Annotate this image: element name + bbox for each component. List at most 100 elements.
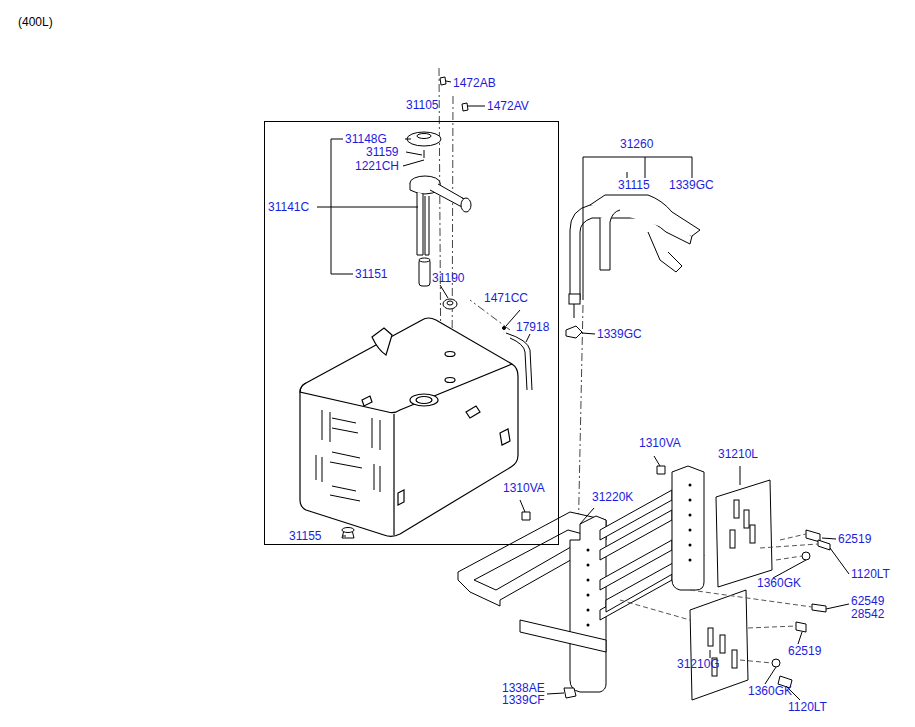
sender-unit <box>417 192 423 255</box>
callout-number: 1120LT <box>851 567 890 581</box>
grommet <box>443 299 457 309</box>
tank-strap <box>569 294 580 304</box>
leader-line <box>830 548 849 574</box>
fuel-tank <box>500 429 510 445</box>
drain-plug <box>342 528 354 539</box>
fuel-tank <box>372 418 380 450</box>
callout-number: 1221CH <box>355 159 399 173</box>
mounting-plate <box>750 525 755 543</box>
fuel-tank <box>374 464 380 492</box>
nut <box>522 466 665 698</box>
tank-bracket-frame <box>689 514 692 517</box>
fuel-tank <box>300 318 518 536</box>
bolt <box>772 530 830 688</box>
callout-number: 62549 <box>851 594 884 608</box>
sender-unit <box>430 184 466 206</box>
leader-line <box>446 81 451 82</box>
mounting-plate <box>716 480 772 587</box>
fuel-tank <box>332 418 358 433</box>
mounting-plate <box>744 510 749 528</box>
leader-line <box>822 538 836 539</box>
callout-number: 1310VA <box>503 481 545 495</box>
callout-number: 28542 <box>851 607 884 621</box>
capacity-note: (400L) <box>18 15 53 29</box>
fuel-tank <box>322 410 330 442</box>
nut <box>522 512 530 520</box>
tank-bracket-frame <box>689 484 692 487</box>
callout-number: 31210L <box>718 447 758 461</box>
tank-bracket-frame <box>458 466 704 692</box>
callout-number: 1360GK <box>757 576 801 590</box>
fuel-tank <box>445 378 455 383</box>
leader-line <box>620 600 690 620</box>
callout-number: 1339GC <box>669 178 714 192</box>
breather-tube <box>503 327 533 391</box>
callout-number: 1310VA <box>639 436 681 450</box>
callout-number: 1120LT <box>788 700 827 714</box>
callout-number: 31159 <box>366 145 398 159</box>
mounting-plate <box>730 530 735 548</box>
tank-bracket-frame <box>689 499 692 502</box>
mounting-plate <box>732 650 737 668</box>
callout-number: 62519 <box>788 644 821 658</box>
sender-unit <box>424 150 425 158</box>
callout-number: 31115 <box>618 178 650 192</box>
callout-number: 1339GC <box>597 327 642 341</box>
tank-bracket-frame <box>689 544 692 547</box>
fuel-tank <box>410 394 438 406</box>
grommet <box>447 301 453 305</box>
callout-number: 1339CF <box>502 693 545 707</box>
tank-strap <box>600 210 620 270</box>
bolt <box>812 604 826 612</box>
tank-strap <box>648 232 682 272</box>
leader-line <box>740 466 741 485</box>
fuel-tank <box>416 397 432 404</box>
tank-bracket-frame <box>570 516 606 692</box>
leader-line <box>440 285 448 298</box>
tank-bracket-frame <box>587 564 590 567</box>
fuel-tank <box>330 486 360 501</box>
mounting-plate <box>720 635 725 653</box>
bolt <box>802 552 810 560</box>
group-number: 31105 <box>406 98 438 112</box>
leader-line <box>343 81 849 700</box>
leader-line <box>468 106 485 107</box>
fuel-tank <box>393 414 394 535</box>
tank-bracket-frame <box>587 624 590 627</box>
callout-number: 31155 <box>289 529 321 543</box>
tank-bracket-frame <box>587 609 590 612</box>
callout-number: 1360GK <box>748 684 792 698</box>
tank-bracket-frame <box>689 559 692 562</box>
nut <box>657 466 665 474</box>
bolt <box>462 103 468 111</box>
leader-line <box>547 693 564 694</box>
callout-number: 31151 <box>355 267 387 281</box>
leader-line <box>403 160 424 166</box>
callout-number: 1338AE <box>502 681 545 695</box>
bolt <box>818 540 830 550</box>
leader-line <box>405 139 411 140</box>
mounting-plate <box>734 500 739 518</box>
leader-line <box>710 650 711 658</box>
callout-number: 62519 <box>838 532 871 546</box>
leader-line <box>780 534 806 540</box>
callout-number: 31210G <box>677 657 720 671</box>
tank-strap <box>566 195 700 338</box>
callout-number: 1472AV <box>487 99 529 113</box>
mounting-plate <box>690 590 748 700</box>
callout-number: 31220K <box>592 490 633 504</box>
fuel-tank <box>372 328 392 355</box>
sender-unit <box>461 198 471 212</box>
group-bracket <box>317 207 418 208</box>
nut <box>564 688 576 698</box>
fuel-tank <box>330 452 362 468</box>
mounting-plate <box>708 500 755 676</box>
sender-unit <box>407 132 441 146</box>
tank-strap <box>566 326 582 338</box>
drain-plug <box>342 528 354 533</box>
fuel-tank <box>466 406 480 418</box>
tank-bracket-frame <box>689 529 692 532</box>
leader-line <box>748 626 796 628</box>
leader-line <box>620 534 818 663</box>
fuel-tank <box>316 410 380 501</box>
